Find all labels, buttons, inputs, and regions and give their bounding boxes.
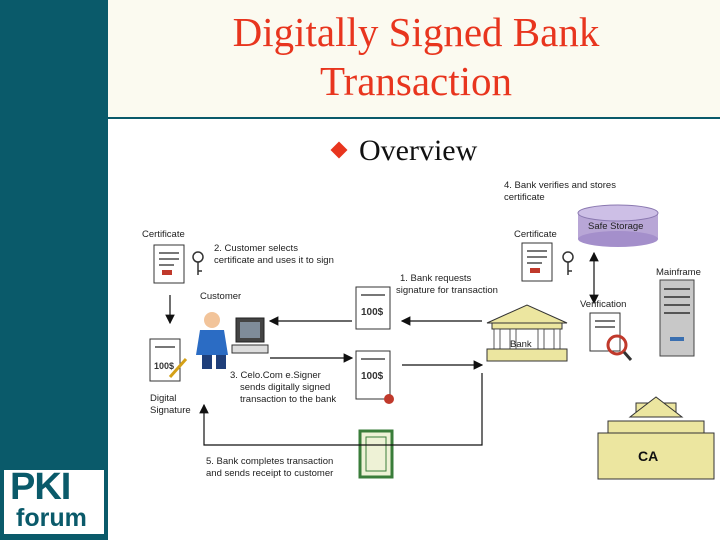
flow-arrows	[165, 251, 599, 446]
step2-label-line1: 2. Customer selects	[214, 243, 298, 254]
signature-doc-amount: 100$	[154, 361, 174, 371]
transaction-diagram: 100$ 100$ 100$ 4. Bank verifies and stor…	[142, 180, 715, 480]
bank-building-icon	[486, 304, 568, 362]
bank-label: Bank	[510, 339, 532, 350]
title-line-2: Transaction	[319, 58, 513, 104]
step4-label-line1: 4. Bank verifies and stores	[504, 180, 616, 191]
certificate-label-right: Certificate	[514, 229, 557, 240]
step5-label-line1: 5. Bank completes transaction	[206, 456, 333, 467]
verification-label: Verification	[580, 299, 626, 310]
magnifier-icon	[606, 334, 633, 361]
step1-label-line1: 1. Bank requests	[400, 273, 472, 284]
step3-label-line2: sends digitally signed	[240, 382, 330, 393]
customer-person-icon	[196, 312, 228, 369]
digital-signature-document: 100$	[149, 338, 188, 382]
digital-signature-label-line1: Digital	[150, 393, 176, 404]
request-doc-amount: 100$	[361, 307, 384, 318]
step3-label-line3: transaction to the bank	[240, 394, 336, 405]
slide-title: Digitally Signed Bank Transaction	[112, 8, 720, 106]
safe-storage-cylinder	[577, 204, 659, 247]
signed-doc-amount: 100$	[361, 371, 384, 382]
ca-building-icon	[597, 396, 715, 480]
step2-label-line2: certificate and uses it to sign	[214, 255, 334, 266]
step3-label-line1: 3. Celo.Com e.Signer	[230, 370, 321, 381]
certificate-icon-right	[521, 242, 553, 282]
title-line-1: Digitally Signed Bank	[232, 9, 600, 55]
mainframe-icon	[659, 279, 695, 357]
certificate-label-left: Certificate	[142, 229, 185, 240]
bullet-row: Overview	[330, 134, 478, 168]
computer-icon	[231, 317, 269, 354]
key-icon-right	[562, 251, 574, 275]
side-bar	[0, 0, 108, 540]
title-panel	[108, 0, 720, 117]
customer-label: Customer	[200, 291, 241, 302]
safe-storage-label: Safe Storage	[588, 221, 643, 232]
transaction-document-signed: 100$	[355, 350, 394, 404]
transaction-document-request: 100$	[355, 286, 391, 330]
pki-forum-logo: PKI forum	[4, 466, 104, 534]
mainframe-label: Mainframe	[656, 267, 701, 278]
logo-forum-text: forum	[16, 504, 87, 532]
receipt-icon	[358, 429, 394, 479]
diamond-bullet-icon	[330, 141, 348, 159]
step4-label-line2: certificate	[504, 192, 545, 203]
step5-label-line2: and sends receipt to customer	[206, 468, 333, 479]
certificate-icon-left	[153, 244, 185, 284]
step1-label-line2: signature for transaction	[396, 285, 498, 296]
key-icon-left	[192, 251, 204, 275]
verification-document-icon	[589, 312, 621, 352]
title-divider	[108, 117, 720, 119]
bullet-text: Overview	[359, 134, 478, 167]
digital-signature-label-line2: Signature	[150, 405, 191, 416]
ca-label: CA	[638, 448, 658, 464]
logo-pki-text: PKI	[10, 466, 71, 508]
